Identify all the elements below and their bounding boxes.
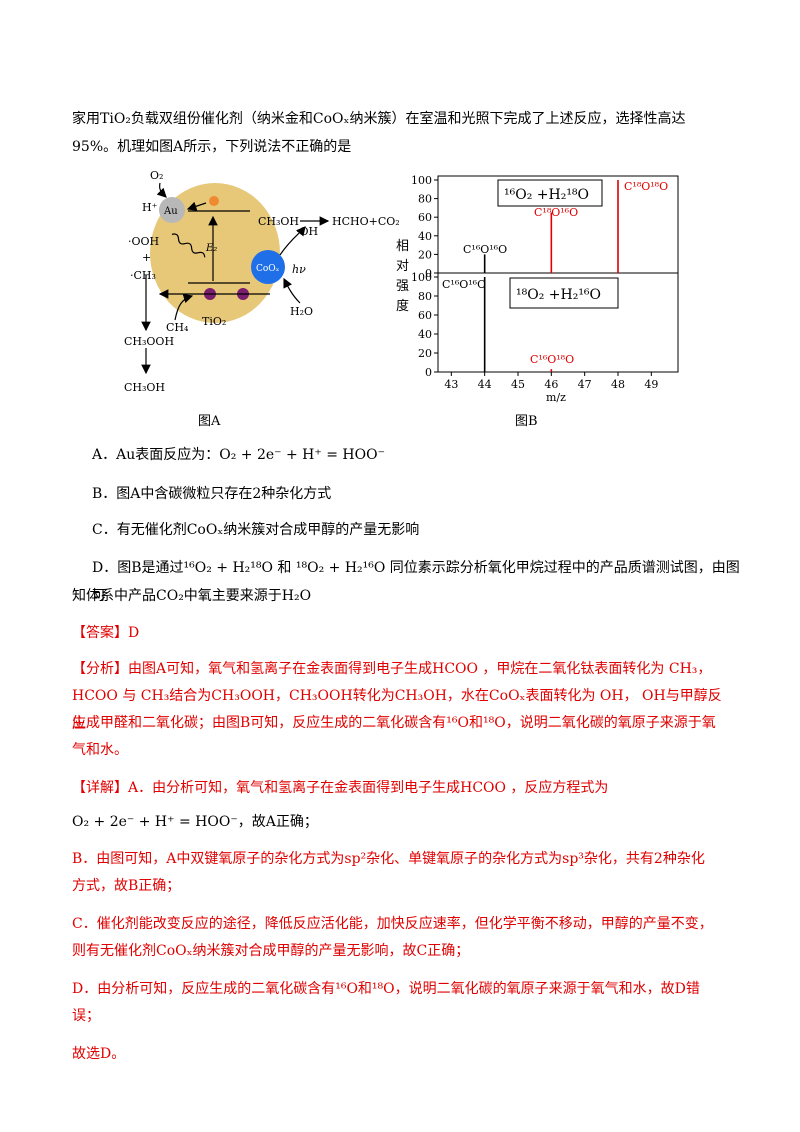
peak-label-top-48: C¹⁸O¹⁸O bbox=[624, 180, 668, 193]
detail-b-line-2: 方式，故B正确； bbox=[72, 878, 181, 894]
coox-cluster bbox=[251, 250, 285, 284]
label-tio2: TiO₂ bbox=[202, 315, 226, 328]
bottom-legend-box bbox=[509, 277, 619, 309]
electron-dot bbox=[209, 196, 219, 206]
x-tick-label: 44 bbox=[478, 378, 492, 391]
y-tick-label: 0 bbox=[425, 267, 432, 280]
x-tick-label: 43 bbox=[444, 378, 458, 391]
peak-label-bottom-44: C¹⁶O¹⁶O bbox=[442, 278, 486, 291]
y-axis-label-char-4: 度 bbox=[396, 298, 409, 314]
detail-a-line-2: O₂ + 2e⁻ + H⁺ = HOO⁻，故A正确； bbox=[72, 814, 318, 830]
label-ch3ooh: CH₃OOH bbox=[124, 335, 174, 348]
label-hcho-co2: HCHO+CO₂ bbox=[332, 215, 400, 228]
peak-label-top-46: C¹⁸O¹⁶O bbox=[534, 206, 578, 219]
detail-c-line-2: 则有无催化剂CoOₓ纳米簇对合成甲醇的产量无影响，故C正确； bbox=[72, 943, 470, 959]
conclusion: 故选D。 bbox=[72, 1046, 126, 1062]
y-axis-label-char-1: 相 bbox=[396, 239, 409, 254]
y-axis-label-char-3: 强 bbox=[396, 279, 409, 294]
top-legend: ¹⁶O₂ +H₂¹⁸O bbox=[504, 187, 589, 203]
label-coox: CoOₓ bbox=[256, 264, 280, 274]
analysis-line-4: 气和水。 bbox=[72, 742, 128, 758]
detail-c-line-1: C．催化剂能改变反应的途径，降低反应活化能，加快反应速率，但化学平衡不移动，甲醇… bbox=[72, 916, 713, 932]
x-axis-label: m/z bbox=[546, 391, 566, 404]
figure-b-caption: 图B bbox=[515, 414, 538, 429]
label-ch3oh-bottom: CH₃OH bbox=[124, 381, 165, 394]
peak-label-bottom-46: C¹⁶O¹⁸O bbox=[530, 353, 574, 366]
y-tick-label: 100 bbox=[411, 174, 432, 187]
x-tick-label: 45 bbox=[511, 378, 525, 391]
y-tick-label: 20 bbox=[418, 347, 432, 360]
label-oh: ·OH bbox=[296, 225, 318, 238]
y-tick-label: 0 bbox=[425, 366, 432, 379]
label-hplus: H⁺ bbox=[142, 201, 158, 214]
y-tick-label: 80 bbox=[418, 193, 432, 206]
detail-a-line-1: 【详解】A．由分析可知，氧气和氢离子在金表面得到电子生成HCOO ，反应方程式为 bbox=[72, 780, 609, 796]
detail-b-line-1: B．由图可知，A中双键氧原子的杂化方式为sp²杂化、单键氧原子的杂化方式为sp³… bbox=[72, 851, 705, 867]
label-hv: hν bbox=[292, 263, 306, 276]
question-stem-line-2: 95%。机理如图A所示，下列说法不正确的是 bbox=[72, 139, 352, 155]
label-ch4: CH₄ bbox=[166, 321, 189, 334]
x-tick-label: 48 bbox=[611, 378, 625, 391]
option-c: C．有无催化剂CoOₓ纳米簇对合成甲醇的产量无影响 bbox=[92, 522, 420, 538]
x-tick-label: 46 bbox=[544, 378, 558, 391]
analysis-line-2: HCOO 与 CH₃结合为CH₃OOH，CH₃OOH转化为CH₃OH，水在CoO… bbox=[72, 688, 722, 732]
top-legend-box bbox=[497, 179, 603, 207]
label-h2o: H₂O bbox=[290, 305, 313, 318]
question-stem-line-1: 家用TiO₂负载双组份催化剂（纳米金和CoOₓ纳米簇）在室温和光照下完成了上述反… bbox=[72, 111, 686, 127]
label-e2: E₂ bbox=[205, 243, 217, 254]
label-ch3: ·CH₃ bbox=[130, 269, 156, 282]
answer: 【答案】D bbox=[72, 625, 140, 641]
analysis-line-3: 生成甲醛和二氧化碳；由图B可知，反应生成的二氧化碳含有¹⁶O和¹⁸O，说明二氧化… bbox=[72, 715, 716, 731]
detail-d-line-2: 误； bbox=[72, 1008, 100, 1024]
label-ooh: ·OOH bbox=[128, 235, 159, 248]
light-wave bbox=[171, 233, 206, 258]
au-nanoparticle bbox=[159, 197, 185, 223]
y-tick-label: 80 bbox=[418, 290, 432, 303]
detail-d-line-1: D．由分析可知，反应生成的二氧化碳含有¹⁶O和¹⁸O，说明二氧化碳的氧原子来源于… bbox=[72, 981, 700, 997]
option-d-line-2: 知体系中产品CO₂中氧主要来源于H₂O bbox=[72, 588, 312, 604]
y-tick-label: 20 bbox=[418, 248, 432, 261]
y-tick-label: 100 bbox=[411, 271, 432, 284]
y-tick-label: 40 bbox=[418, 230, 432, 243]
bottom-legend: ¹⁸O₂ +H₂¹⁶O bbox=[516, 287, 601, 303]
option-a: A．Au表面反应为：O₂ + 2e⁻ + H⁺ = HOO⁻ bbox=[92, 447, 385, 463]
x-tick-label: 47 bbox=[578, 378, 592, 391]
x-tick-label: 49 bbox=[644, 378, 658, 391]
option-d-line-1: D．图B是通过¹⁶O₂ + H₂¹⁸O 和 ¹⁸O₂ + H₂¹⁶O 同位素示踪… bbox=[92, 560, 740, 604]
option-b: B．图A中含碳微粒只存在2种杂化方式 bbox=[92, 486, 332, 502]
label-au: Au bbox=[163, 206, 178, 217]
y-axis-label-char-2: 对 bbox=[396, 259, 409, 274]
label-plus: + bbox=[142, 251, 151, 264]
y-tick-label: 60 bbox=[418, 211, 432, 224]
analysis-line-1: 【分析】由图A可知，氧气和氢离子在金表面得到电子生成HCOO ，甲烷在二氧化钛表… bbox=[72, 661, 712, 677]
y-tick-label: 60 bbox=[418, 309, 432, 322]
label-o2: O₂ bbox=[150, 169, 163, 182]
peak-label-top-44: C¹⁶O¹⁶O bbox=[463, 243, 507, 256]
label-ch3oh-top: CH₃OH bbox=[258, 215, 299, 228]
y-tick-label: 40 bbox=[418, 328, 432, 341]
tio2-particle bbox=[150, 183, 280, 323]
figure-a-mechanism: O₂ H⁺ Au ·OOH + ·CH₃ E₂ CH₃OH HCHO+CO₂ ·… bbox=[124, 169, 400, 394]
figure-a-caption: 图A bbox=[198, 414, 221, 429]
